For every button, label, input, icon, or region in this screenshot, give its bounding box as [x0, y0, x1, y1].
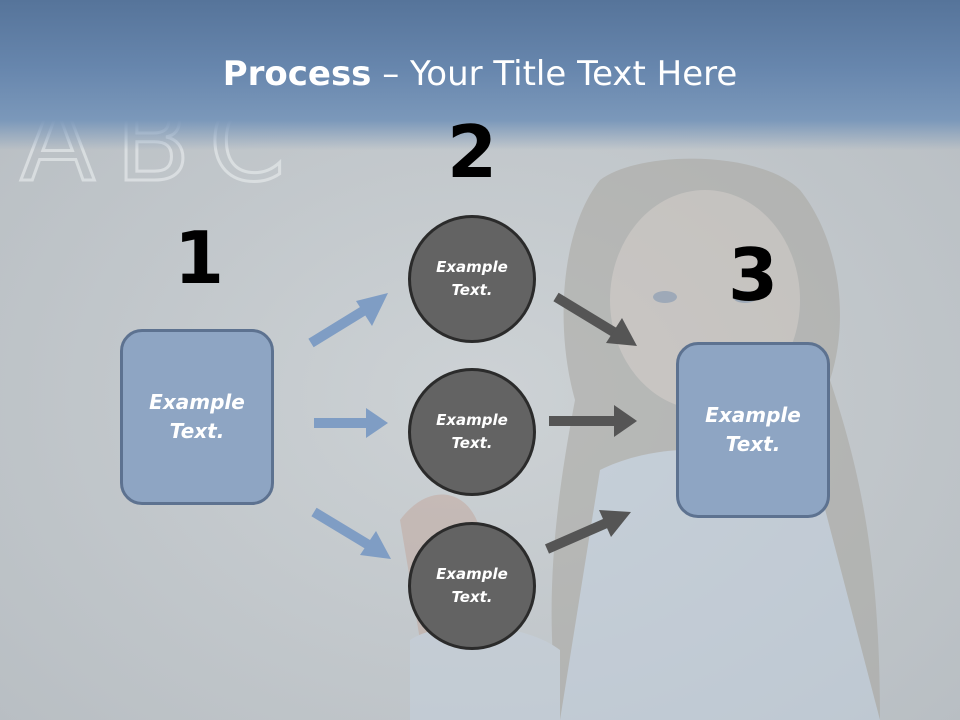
circle-middle: Example Text.	[408, 368, 536, 496]
box-right: Example Text.	[676, 342, 830, 518]
title-rest: – Your Title Text Here	[371, 54, 738, 94]
slide-title: Process – Your Title Text Here	[0, 52, 960, 96]
circle-bottom-label: Example Text.	[436, 565, 508, 606]
gray-arrow-down	[553, 292, 637, 346]
circle-middle-label: Example Text.	[436, 411, 508, 452]
title-bold: Process	[222, 54, 372, 94]
box-left: Example Text.	[120, 329, 274, 505]
box-left-label: Example Text.	[149, 390, 245, 443]
circle-bottom: Example Text.	[408, 522, 536, 650]
step-number-1: 1	[173, 216, 225, 300]
step-number-2: 2	[446, 110, 498, 194]
circle-top: Example Text.	[408, 215, 536, 343]
blue-arrow-middle	[314, 408, 388, 438]
circle-top-label: Example Text.	[436, 258, 508, 299]
step-number-3: 3	[727, 233, 779, 317]
box-right-label: Example Text.	[705, 403, 801, 456]
title-band	[0, 0, 960, 150]
gray-arrow-up	[544, 510, 631, 554]
gray-arrow-middle	[549, 405, 637, 437]
blue-arrow-down	[311, 507, 391, 559]
blue-arrow-up	[308, 293, 388, 348]
